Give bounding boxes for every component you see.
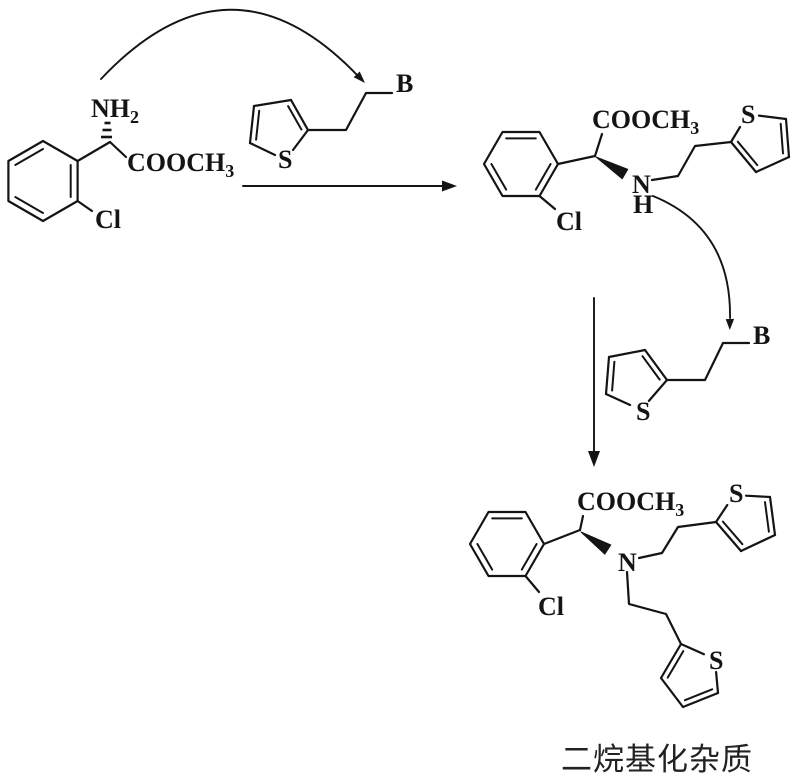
reaction-arrow — [242, 180, 457, 192]
mono-alkylated-product-structure: COOCH3 Cl N H S — [482, 100, 791, 236]
sulfur-lower-label: S — [709, 646, 723, 675]
sulfur-label: S — [636, 397, 650, 426]
curved-attack-arrow-1 — [100, 8, 365, 83]
arrowhead-icon — [353, 71, 365, 83]
benzene-ring — [482, 130, 560, 198]
ethyl-chain-to-leaving-group — [306, 91, 394, 132]
upper-n-ethyl-chain — [637, 520, 718, 560]
s-c5-bond — [604, 392, 632, 407]
ester-label: COOCH3 — [592, 105, 699, 138]
alkylating-agent-2-structure: S B — [604, 321, 770, 426]
s-c5-bond — [248, 141, 277, 157]
nh-hydrogen-label: H — [633, 190, 653, 219]
leaving-group-label: B — [396, 69, 413, 98]
arrowhead-icon — [588, 451, 600, 467]
caption-dialkylation-impurity: 二烷基化杂质 — [561, 742, 753, 777]
upper-s-c5-bond — [744, 494, 772, 499]
reactant-amine-structure: NH2 COOCH3 Cl — [7, 94, 234, 234]
ring-to-cl-bond — [76, 199, 94, 213]
ring-to-cl-bond — [538, 194, 557, 211]
benzene-ring — [7, 139, 79, 223]
nitrogen-label: N — [632, 170, 651, 199]
stereocenter-to-ester-bond — [578, 514, 585, 532]
nitrogen-label: N — [618, 548, 637, 577]
stereocenter-to-ester-bond — [593, 132, 604, 158]
ester-label: COOCH3 — [127, 148, 234, 181]
arrowhead-icon — [442, 180, 457, 192]
lower-n-ethyl-chain — [625, 570, 683, 646]
sulfur-upper-label: S — [729, 479, 743, 508]
amine-label: NH2 — [91, 94, 139, 127]
sulfur-label: S — [278, 145, 292, 174]
hashed-stereo-bond — [101, 121, 112, 139]
chloro-label: Cl — [556, 207, 582, 236]
ring-to-stereocenter-bond — [76, 140, 112, 163]
curved-attack-arrow-2 — [652, 195, 735, 330]
sulfur-label: S — [741, 100, 755, 129]
wedge-bond-to-n — [595, 156, 629, 180]
down-reaction-arrow — [588, 297, 600, 467]
leaving-group-label: B — [753, 321, 770, 350]
ethyl-chain-to-leaving-group — [665, 341, 751, 382]
ring-to-stereocenter-bond — [556, 154, 597, 166]
lower-c2-s-bond — [679, 642, 706, 656]
n-ethyl-chain — [650, 140, 733, 182]
arrowhead-icon — [725, 318, 735, 330]
benzene-ring — [468, 510, 546, 578]
c2-s-bond — [729, 125, 742, 144]
s-c2-bond — [291, 128, 310, 152]
lower-s-c5-bond — [715, 670, 720, 695]
ester-label: COOCH3 — [577, 487, 684, 520]
wedge-bond-to-n — [580, 531, 612, 555]
chloro-label: Cl — [95, 205, 121, 234]
alkylating-agent-1-structure: S B — [248, 69, 413, 174]
s-c5-bond — [757, 114, 788, 121]
di-alkylated-product-structure: COOCH3 Cl N S S — [468, 479, 777, 709]
upper-c2-s-bond — [714, 503, 729, 524]
s-c2-bond — [647, 378, 669, 402]
chloro-label: Cl — [538, 592, 564, 621]
ring-to-cl-bond — [524, 574, 541, 594]
ring-to-stereocenter-bond — [542, 528, 582, 546]
stereocenter-to-ester-bond — [108, 140, 128, 159]
